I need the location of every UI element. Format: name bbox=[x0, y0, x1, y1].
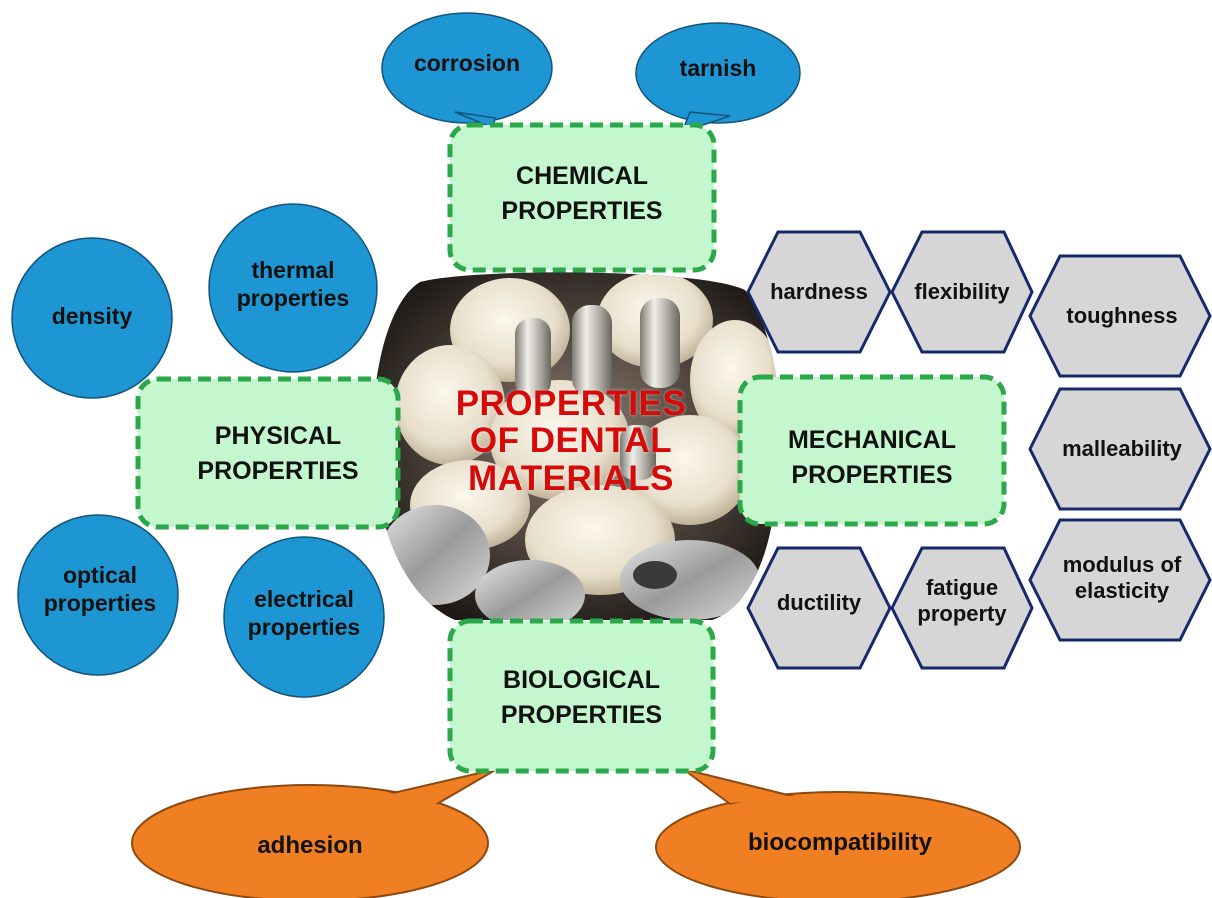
hexagon-label-line: hardness bbox=[770, 279, 868, 304]
hexagon-fatigue bbox=[890, 546, 1034, 670]
hexagon-label-line: malleability bbox=[1062, 436, 1182, 461]
biocompatibility-label: biocompatibility bbox=[747, 829, 932, 856]
category-biological-label: BIOLOGICAL PROPERTIES bbox=[450, 663, 713, 732]
box-mechanical bbox=[737, 374, 1007, 527]
hexagon-ductility bbox=[746, 546, 892, 670]
hardness-label: hardness bbox=[748, 279, 890, 305]
malleability-label: malleability bbox=[1034, 436, 1210, 462]
hexagon-hardness bbox=[746, 230, 892, 354]
adhesion-label: adhesion bbox=[257, 832, 363, 859]
bubble-label-line: properties bbox=[236, 284, 350, 311]
thermal-label: thermal properties bbox=[209, 257, 377, 312]
category-label-line: PROPERTIES bbox=[500, 700, 663, 729]
category-label-line: MECHANICAL bbox=[787, 426, 957, 454]
corrosion-label: corrosion bbox=[413, 50, 521, 76]
toughness-label: toughness bbox=[1034, 303, 1210, 329]
category-mechanical-label: MECHANICAL PROPERTIES bbox=[740, 423, 1004, 492]
hexagon-malleability bbox=[1028, 387, 1212, 511]
hexagon-label-line: ductility bbox=[776, 590, 862, 615]
modulus-label: modulus of elasticity bbox=[1034, 552, 1210, 605]
category-label-line: PROPERTIES bbox=[501, 196, 663, 225]
box-biological bbox=[447, 618, 716, 774]
category-chemical-label: CHEMICAL PROPERTIES bbox=[450, 159, 714, 228]
density-label: density bbox=[12, 303, 172, 331]
fatigue-label: fatigue property bbox=[892, 575, 1032, 628]
bubble-label-line: properties bbox=[247, 613, 361, 640]
bubble-label-line: electrical bbox=[254, 586, 354, 612]
category-label-line: PROPERTIES bbox=[791, 460, 953, 489]
electrical-label: electrical properties bbox=[222, 586, 386, 641]
hexagon-label-line: fatigue bbox=[925, 575, 999, 600]
bubble-label-line: properties bbox=[43, 589, 157, 616]
hexagon-label-line: flexibility bbox=[914, 279, 1010, 304]
circle-density bbox=[11, 237, 173, 399]
flexibility-label: flexibility bbox=[892, 279, 1032, 305]
tarnish-label: tarnish bbox=[679, 55, 757, 81]
box-physical bbox=[135, 376, 401, 530]
category-label-line: BIOLOGICAL bbox=[503, 666, 660, 694]
center-title: PROPERTIES OF DENTAL MATERIALS bbox=[415, 384, 727, 498]
category-physical-label: PHYSICAL PROPERTIES bbox=[138, 419, 418, 488]
hexagon-label-line: toughness bbox=[1066, 303, 1178, 328]
category-label-line: CHEMICAL bbox=[516, 162, 648, 190]
center-title-line: PROPERTIES bbox=[455, 384, 687, 423]
dental-crowns-photo bbox=[372, 272, 780, 620]
bubble-label-line: thermal bbox=[251, 257, 335, 283]
hexagon-label-line: elasticity bbox=[1074, 578, 1170, 604]
circle-thermal bbox=[208, 203, 378, 373]
category-label-line: PHYSICAL bbox=[214, 422, 342, 450]
center-title-line: OF DENTAL bbox=[469, 421, 673, 461]
hexagon-toughness bbox=[1028, 254, 1212, 378]
bubble-label-line: density bbox=[51, 303, 133, 329]
hexagon-label-line: modulus of bbox=[1062, 552, 1182, 577]
optical-label: optical properties bbox=[18, 562, 182, 617]
hexagon-label-line: property bbox=[917, 601, 1007, 627]
circle-electrical bbox=[223, 536, 385, 698]
circle-optical bbox=[17, 514, 179, 676]
ductility-label: ductility bbox=[748, 590, 890, 616]
category-label-line: PROPERTIES bbox=[197, 456, 359, 485]
hexagon-modulus bbox=[1028, 518, 1212, 642]
center-title-line: MATERIALS bbox=[467, 458, 675, 498]
hexagon-flexibility bbox=[890, 230, 1034, 354]
box-chemical bbox=[447, 122, 717, 273]
bubble-label-line: optical bbox=[62, 562, 138, 588]
